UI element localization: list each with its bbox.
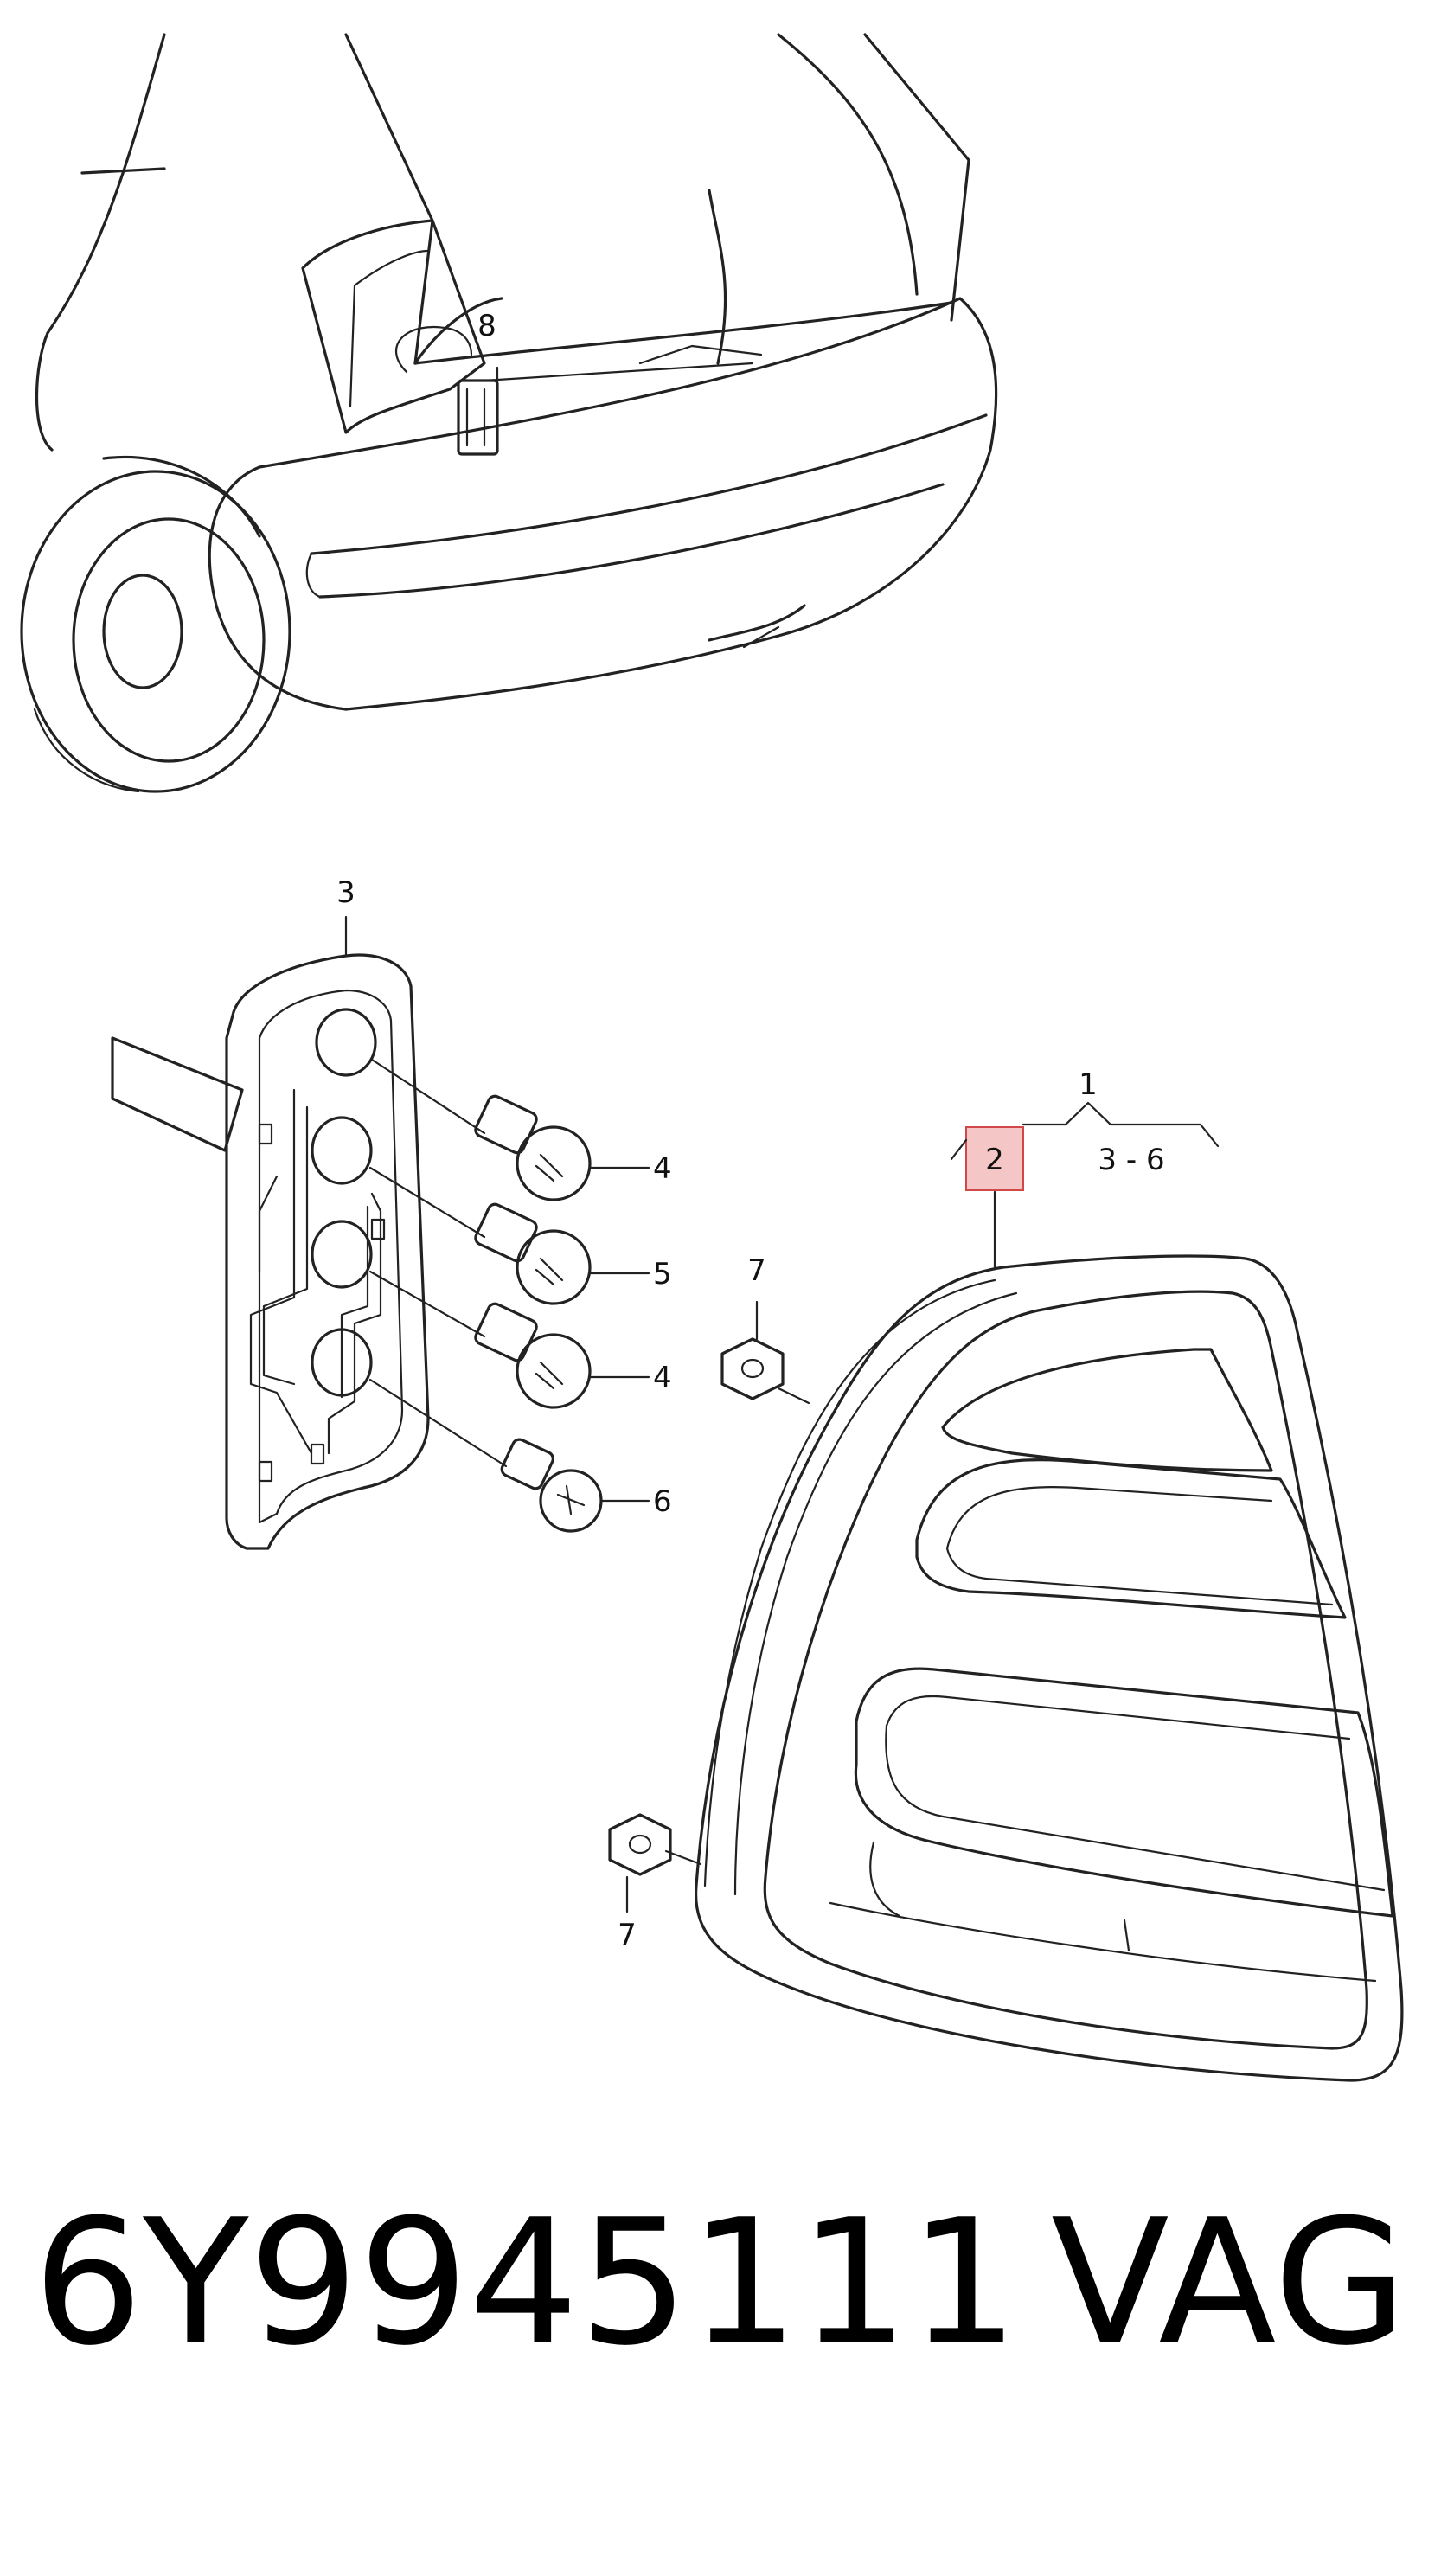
callout-range-3-6: 3 - 6 xyxy=(1098,1143,1164,1177)
bracket-1 xyxy=(950,1101,1220,1161)
bulb-carrier-illustration xyxy=(111,953,430,1550)
bulb-6-illustration xyxy=(368,1378,603,1533)
bulb-4-bottom-illustration xyxy=(368,1270,592,1409)
callout-3: 3 xyxy=(336,875,355,910)
bulb-4-top-illustration xyxy=(370,1058,592,1201)
callout-6: 6 xyxy=(653,1484,672,1519)
nut-7-upper-illustration xyxy=(720,1337,785,1400)
callout-1: 1 xyxy=(1079,1067,1098,1102)
callout-7-lower: 7 xyxy=(618,1918,637,1952)
part-number-label: 6Y9945111 xyxy=(33,2182,1020,2384)
callout-4-top: 4 xyxy=(653,1151,672,1186)
nut-7-lower-illustration xyxy=(608,1813,672,1876)
callout-4-bottom: 4 xyxy=(653,1361,672,1395)
callout-2-highlight xyxy=(965,1126,1024,1191)
bulb-5-illustration xyxy=(368,1166,592,1305)
brand-label: VAG xyxy=(1051,2182,1408,2384)
callout-7-upper: 7 xyxy=(747,1253,766,1288)
parts-diagram: 8 3 4 5 xyxy=(20,33,1404,2082)
car-rear-illustration xyxy=(20,33,998,793)
callout-5: 5 xyxy=(653,1257,672,1291)
tail-light-illustration xyxy=(664,1254,1404,2082)
callout-2: 2 xyxy=(985,1143,1004,1177)
callout-8: 8 xyxy=(477,309,496,343)
